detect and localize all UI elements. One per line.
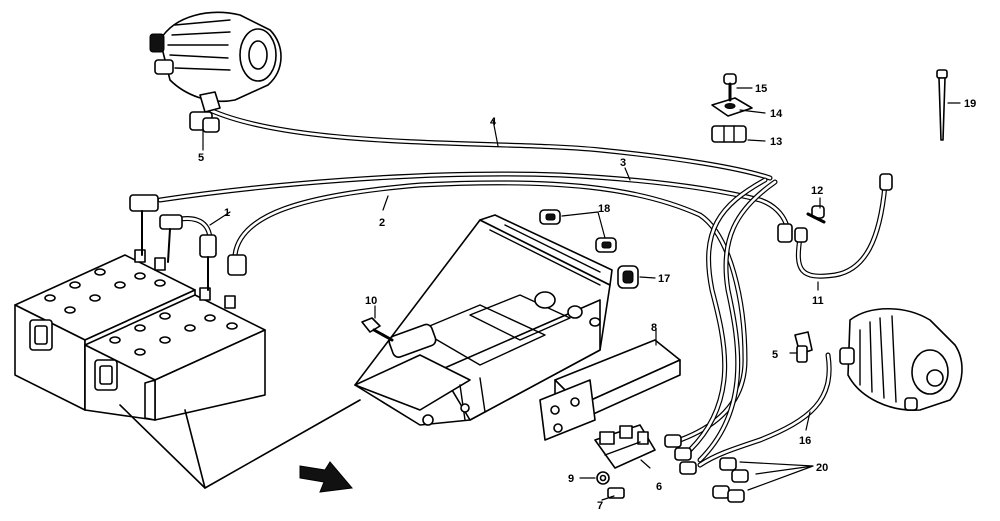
grommets-18 — [539, 209, 617, 253]
cable-lug — [777, 173, 893, 243]
label-14: 14 — [770, 108, 783, 120]
battery-box-frame — [354, 214, 613, 426]
label-11: 11 — [812, 295, 824, 307]
label-4: 4 — [490, 116, 497, 128]
label-2: 2 — [379, 217, 385, 229]
label-17: 17 — [658, 273, 670, 285]
label-12: 12 — [811, 185, 823, 197]
label-9: 9 — [568, 473, 574, 485]
label-13: 13 — [770, 136, 782, 148]
bolt-15 — [723, 73, 737, 102]
label-18: 18 — [598, 203, 610, 215]
direction-arrow-icon — [299, 461, 353, 493]
cable-4 — [207, 107, 773, 181]
bolt-12 — [806, 205, 826, 224]
callout-labels: 1 2 3 4 5 5 6 7 8 9 10 11 12 13 14 15 16… — [198, 83, 976, 512]
starter-motor — [149, 11, 282, 133]
battery-terminals — [129, 194, 247, 291]
label-20: 20 — [816, 462, 828, 474]
label-10: 10 — [365, 295, 377, 307]
battery-right — [84, 287, 266, 421]
connector-5-right — [794, 331, 813, 363]
clamp-plate-14 — [711, 97, 753, 117]
label-3: 3 — [620, 157, 626, 169]
clamp-13 — [711, 125, 747, 143]
label-1: 1 — [224, 207, 230, 219]
cable-bundle — [687, 177, 778, 463]
label-16: 16 — [799, 435, 811, 447]
label-7: 7 — [597, 500, 603, 512]
label-6: 6 — [656, 481, 662, 493]
nut-9 — [596, 471, 610, 485]
bolt-7 — [607, 487, 625, 499]
switch-bracket — [539, 379, 596, 441]
cable-2 — [157, 171, 790, 235]
label-15: 15 — [755, 83, 767, 95]
cable-11 — [795, 182, 888, 279]
cable-3 — [232, 180, 748, 443]
alternator — [839, 307, 963, 411]
cable-tie-19 — [936, 69, 948, 141]
label-5-right: 5 — [772, 349, 778, 361]
main-switch — [594, 424, 656, 469]
cable-16 — [697, 352, 832, 468]
grommet-17 — [617, 265, 639, 289]
label-19: 19 — [964, 98, 976, 110]
label-8: 8 — [651, 322, 657, 334]
bolt-10 — [361, 317, 394, 342]
label-5-left: 5 — [198, 152, 204, 164]
battery-tray — [119, 399, 361, 489]
leader-lines — [202, 87, 961, 501]
terminal-bolts — [664, 434, 749, 503]
